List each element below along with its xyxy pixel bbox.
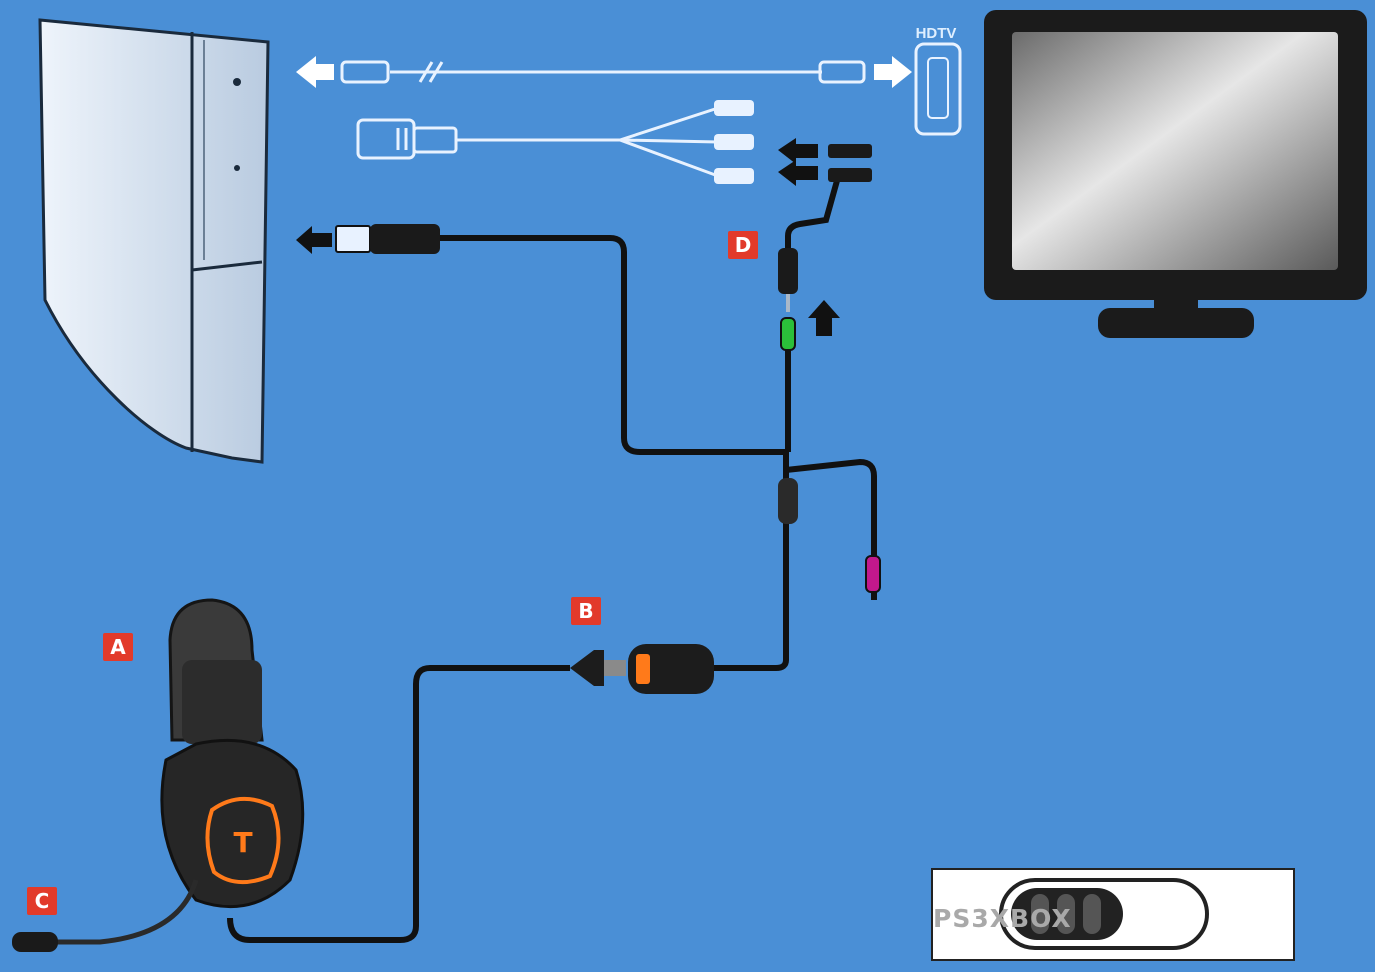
arrow-right-icon: [874, 56, 912, 88]
usb-cable: [440, 235, 786, 455]
arrow-left-icon: [296, 56, 334, 88]
microphone-tip: [12, 932, 58, 952]
arrow-up-icon: [808, 300, 840, 336]
usb-plug-icon: [335, 224, 440, 254]
switch-label-ps3: PS3: [933, 904, 990, 933]
hdtv-monitor: [984, 10, 1367, 338]
arrow-left-icon: [778, 138, 818, 164]
arrow-left-icon: [296, 226, 332, 254]
headset-cable: [227, 665, 570, 943]
label-d: D: [728, 231, 758, 259]
microphone-boom: [52, 879, 199, 945]
game-console: [38, 18, 270, 464]
hdmi-port-icon: HDTV: [914, 25, 962, 136]
label-c: C: [27, 887, 57, 915]
hdmi-cable: [340, 60, 866, 84]
rca-connector-pair: [828, 144, 872, 182]
mode-switch-panel: PS3XBOX: [931, 868, 1295, 961]
switch-label-xbox: XBOX: [989, 904, 1072, 933]
brand-logo-icon: T: [233, 826, 252, 859]
inline-controller: [570, 644, 714, 694]
rca-plug-icon: [714, 100, 754, 184]
arrow-left-icon: [778, 160, 818, 186]
label-b: B: [571, 597, 601, 625]
green-plug: [780, 317, 796, 351]
label-a: A: [103, 633, 133, 661]
hdtv-label: HDTV: [916, 25, 957, 42]
headset: T: [160, 598, 305, 909]
audio-jack-adapter: [778, 248, 798, 294]
pink-plug: [865, 555, 881, 593]
splitter-block: [778, 478, 798, 524]
splitter-cable: [712, 169, 877, 671]
av-cable: [356, 106, 719, 178]
mode-switch-graphic: [999, 878, 1209, 950]
switch-label: PS3XBOX: [933, 904, 1072, 933]
